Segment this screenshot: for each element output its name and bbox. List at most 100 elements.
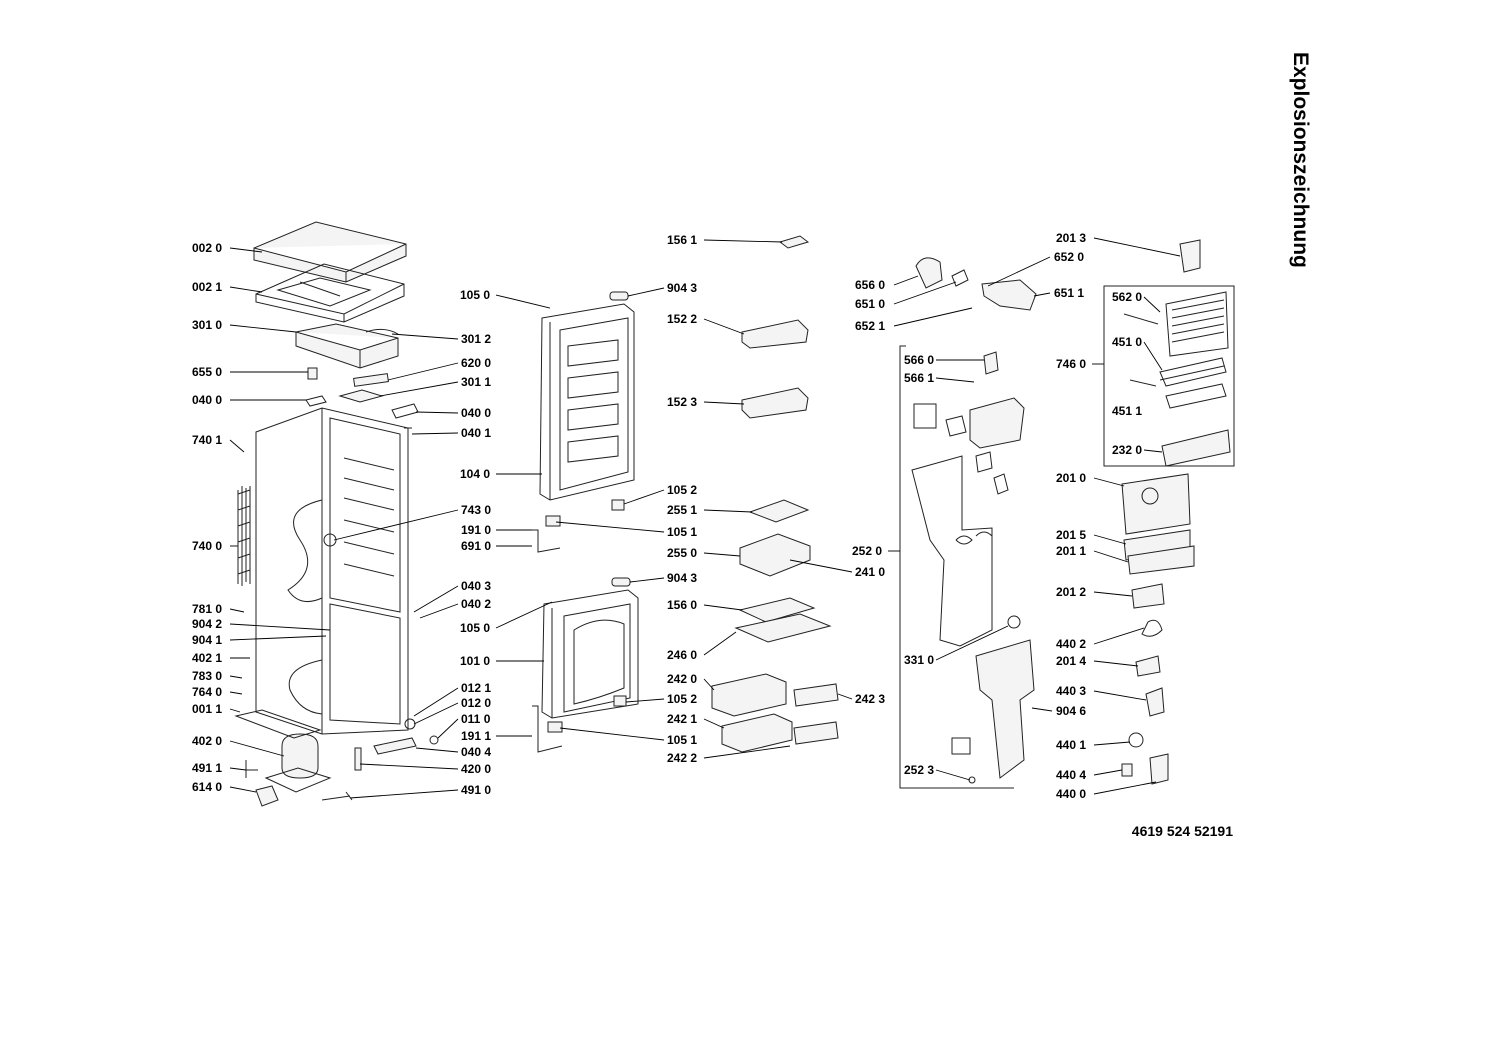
part-label: 242 2 (667, 751, 697, 765)
drain-tube-drawing (354, 747, 362, 771)
part-label: 331 0 (904, 653, 934, 667)
part-label: 566 1 (904, 371, 934, 385)
part-label: 105 1 (667, 525, 697, 539)
freezer-drawer-1-drawing (711, 673, 787, 717)
air-channel-upper-drawing (911, 455, 993, 647)
motor-bracket-drawing (1145, 687, 1165, 717)
bracket-left-252 (899, 345, 1014, 789)
shelves-group (711, 235, 839, 753)
part-label: 156 1 (667, 233, 697, 247)
part-label: 040 0 (461, 406, 491, 420)
bracket-square-drawing (913, 403, 937, 429)
part-label: 191 0 (461, 523, 491, 537)
part-label: 012 1 (461, 681, 491, 695)
cover-square-drawing (951, 737, 971, 755)
base-plate-drawing (234, 709, 322, 739)
part-label: 440 4 (1056, 768, 1086, 782)
part-label: 691 0 (461, 539, 491, 553)
part-label: 201 5 (1056, 528, 1086, 542)
crisper-tray-drawing (739, 533, 811, 577)
part-label: 002 1 (192, 280, 222, 294)
part-label: 440 2 (1056, 637, 1086, 651)
glass-shelf-drawing (748, 499, 810, 523)
heater-2-drawing (1165, 383, 1227, 409)
part-label: 105 1 (667, 733, 697, 747)
air-channel-lower-drawing (975, 639, 1035, 779)
part-label: 191 1 (461, 729, 491, 743)
part-label: 743 0 (461, 503, 491, 517)
air-duct-drawing (981, 279, 1037, 311)
part-label: 040 1 (461, 426, 491, 440)
evaporator-box (1103, 285, 1235, 467)
part-label: 740 1 (192, 433, 222, 447)
door-stop-upper (545, 515, 561, 527)
top-cap-drawing (1179, 239, 1201, 273)
part-label: 011 0 (461, 712, 491, 726)
part-label: 156 0 (667, 598, 697, 612)
part-label: 904 3 (667, 281, 697, 295)
part-label: 152 2 (667, 312, 697, 326)
fan-motor-right-drawing (1135, 655, 1161, 677)
part-label: 614 0 (192, 780, 222, 794)
clip-right-drawing (1121, 763, 1133, 777)
part-label: 301 1 (461, 375, 491, 389)
part-label: 040 3 (461, 579, 491, 593)
diagram-title: Explosionszeichnung (1289, 52, 1312, 268)
part-label: 620 0 (461, 356, 491, 370)
part-label: 040 4 (461, 745, 491, 759)
evaporator-group (1103, 239, 1235, 785)
lower-door-panel (573, 619, 625, 705)
drip-tray-drawing (1161, 429, 1231, 467)
part-label: 040 2 (461, 597, 491, 611)
condenser-drawing (237, 486, 251, 586)
part-label: 105 2 (667, 483, 697, 497)
part-label: 252 3 (904, 763, 934, 777)
gasket-upper-drawing (532, 529, 561, 553)
part-label: 783 0 (192, 669, 222, 683)
part-label: 764 0 (192, 685, 222, 699)
part-label: 201 2 (1056, 585, 1086, 599)
grommet-drawing (1128, 732, 1144, 748)
part-labels: 002 0 002 1 301 0 301 2 620 0 301 1 655 … (192, 231, 1142, 801)
drawer-front-1-drawing (793, 683, 839, 707)
part-label: 002 0 (192, 241, 222, 255)
part-label: 105 2 (667, 692, 697, 706)
cabinet-body-drawing (255, 407, 409, 735)
part-label: 781 0 (192, 602, 222, 616)
part-label: 241 0 (855, 565, 885, 579)
upper-door-drawing (539, 303, 635, 501)
bracket-drawing (353, 373, 389, 387)
part-label: 104 0 (460, 467, 490, 481)
lens-drawing (945, 415, 967, 437)
part-label: 740 0 (192, 539, 222, 553)
fan-housing-hole (1141, 487, 1159, 505)
part-label: 420 0 (461, 762, 491, 776)
part-label: 201 1 (1056, 544, 1086, 558)
cabinet-group (234, 221, 439, 807)
part-label: 904 2 (192, 617, 222, 631)
control-housing-drawing (969, 397, 1025, 449)
compressor-base-drawing (264, 767, 332, 793)
fan-blade-drawing (1141, 619, 1163, 637)
freezer-shelf-drawing (734, 613, 832, 643)
part-label: 402 0 (192, 734, 222, 748)
door-shelf-2-drawing (741, 387, 809, 419)
part-label: 001 1 (192, 702, 222, 716)
sensor-wire-drawing (1123, 313, 1159, 387)
hinge-bottom-drawing (373, 737, 417, 755)
fan-motor-drawing (951, 269, 969, 287)
lamp-socket-drawing (975, 451, 993, 473)
part-label: 012 0 (461, 696, 491, 710)
part-label: 242 3 (855, 692, 885, 706)
fan-housing-drawing (1121, 473, 1191, 535)
part-label: 301 2 (461, 332, 491, 346)
hinge-cap-lower (611, 577, 631, 587)
part-label: 562 0 (1112, 290, 1142, 304)
part-label: 651 0 (855, 297, 885, 311)
drawer-front-2-drawing (793, 721, 839, 745)
part-label: 491 0 (461, 783, 491, 797)
top-cover-drawing (253, 221, 407, 283)
part-label: 904 6 (1056, 704, 1086, 718)
clip-drawing (245, 760, 258, 778)
part-label: 246 0 (667, 648, 697, 662)
